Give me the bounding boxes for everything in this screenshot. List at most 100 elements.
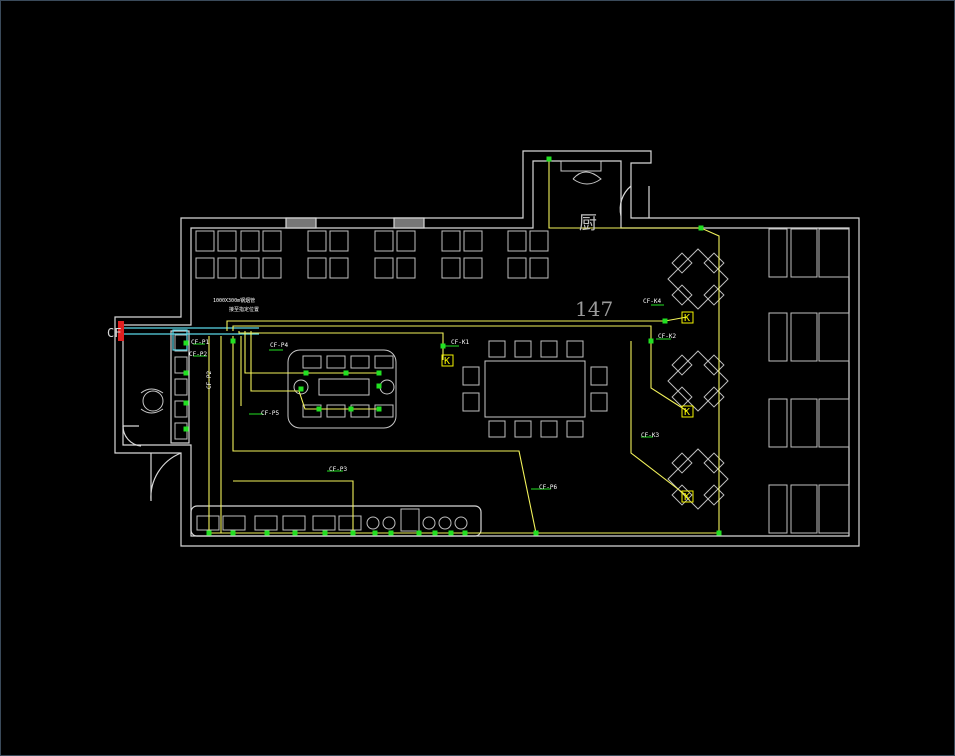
- wire-node: [183, 400, 189, 406]
- socket-k4[interactable]: K: [681, 311, 694, 324]
- label-cf-p6: CF-P6: [539, 484, 557, 491]
- wire-node: [322, 530, 328, 536]
- label-cf-p5: CF-P5: [261, 410, 279, 417]
- wire-node: [206, 530, 212, 536]
- socket-k1[interactable]: K: [441, 354, 454, 367]
- wire-node: [372, 530, 378, 536]
- booth-bench: [818, 312, 850, 362]
- counter-unit: [282, 515, 306, 531]
- wire-node: [183, 426, 189, 432]
- chair: [529, 257, 549, 279]
- booth-seat: [768, 228, 788, 278]
- furniture-layer: [174, 228, 850, 534]
- fixture-near-entry: [140, 388, 164, 414]
- label-cf-k3: CF-K3: [641, 432, 659, 439]
- wire-node: [316, 406, 322, 412]
- wire-node: [448, 530, 454, 536]
- burner: [326, 404, 346, 418]
- chair: [329, 257, 349, 279]
- booth-table: [790, 228, 818, 278]
- chair: [671, 354, 693, 376]
- chair: [671, 452, 693, 474]
- wire-node: [716, 530, 722, 536]
- chair: [307, 257, 327, 279]
- wire-node: [698, 225, 704, 231]
- wire-nodes: [183, 156, 722, 536]
- socket-k4-symbol: K: [684, 313, 690, 324]
- meeting-table: [484, 360, 586, 418]
- chair: [463, 230, 483, 252]
- chair: [488, 340, 506, 358]
- chair: [441, 257, 461, 279]
- fixture-top-room: [560, 160, 602, 185]
- counter-burner: [382, 516, 396, 530]
- chair: [217, 230, 237, 252]
- chair: [540, 420, 558, 438]
- chair: [240, 257, 260, 279]
- chair: [396, 257, 416, 279]
- wire-node: [416, 530, 422, 536]
- chair: [590, 366, 608, 386]
- socket-k2[interactable]: K: [681, 405, 694, 418]
- counter-unit: [338, 515, 362, 531]
- wire-node: [376, 383, 382, 389]
- label-cf-p1: CF-P1: [191, 339, 209, 346]
- burner: [302, 355, 322, 369]
- chair: [590, 392, 608, 412]
- chair: [703, 386, 725, 408]
- wire-node: [432, 530, 438, 536]
- socket-k3[interactable]: K: [681, 490, 694, 503]
- wire-node: [350, 530, 356, 536]
- chair: [507, 230, 527, 252]
- chair: [195, 230, 215, 252]
- booth-bench: [818, 398, 850, 448]
- room-number: 147: [575, 297, 613, 321]
- booth-bench: [818, 228, 850, 278]
- counter-burner: [422, 516, 436, 530]
- chair: [566, 340, 584, 358]
- wire-node: [183, 370, 189, 376]
- burner: [350, 355, 370, 369]
- chair: [671, 252, 693, 274]
- wire-node: [230, 338, 236, 344]
- label-cf-k4: CF-K4: [643, 298, 661, 305]
- booth-seat: [768, 398, 788, 448]
- chair: [671, 484, 693, 506]
- walls: [114, 150, 860, 547]
- chair: [329, 230, 349, 252]
- wire-node: [533, 530, 539, 536]
- chair: [703, 354, 725, 376]
- wire-node: [388, 530, 394, 536]
- counter-burner: [438, 516, 452, 530]
- chair: [240, 230, 260, 252]
- label-cf-p4: CF-P4: [270, 342, 288, 349]
- chair: [195, 257, 215, 279]
- wire-node: [298, 386, 304, 392]
- burner: [350, 404, 370, 418]
- burner: [374, 355, 394, 369]
- wire-node: [348, 406, 354, 412]
- counter-unit: [254, 515, 278, 531]
- chair: [703, 452, 725, 474]
- label-cf-k2: CF-K2: [658, 333, 676, 340]
- booth-table: [790, 398, 818, 448]
- side-unit: [174, 356, 188, 374]
- booth-table: [790, 484, 818, 534]
- booth-bench: [818, 484, 850, 534]
- wire-node: [183, 340, 189, 346]
- chair: [217, 257, 237, 279]
- booth-seat: [768, 312, 788, 362]
- wire-node: [292, 530, 298, 536]
- chair: [396, 230, 416, 252]
- counter-burner: [366, 516, 380, 530]
- leader-lines: [193, 304, 671, 490]
- entry-label: CF: [107, 326, 121, 340]
- chair: [566, 420, 584, 438]
- wire-node: [440, 343, 446, 349]
- chair: [441, 230, 461, 252]
- label-cf-p3: CF-P3: [329, 466, 347, 473]
- side-room-char: 厨: [579, 213, 597, 234]
- counter-burner: [454, 516, 468, 530]
